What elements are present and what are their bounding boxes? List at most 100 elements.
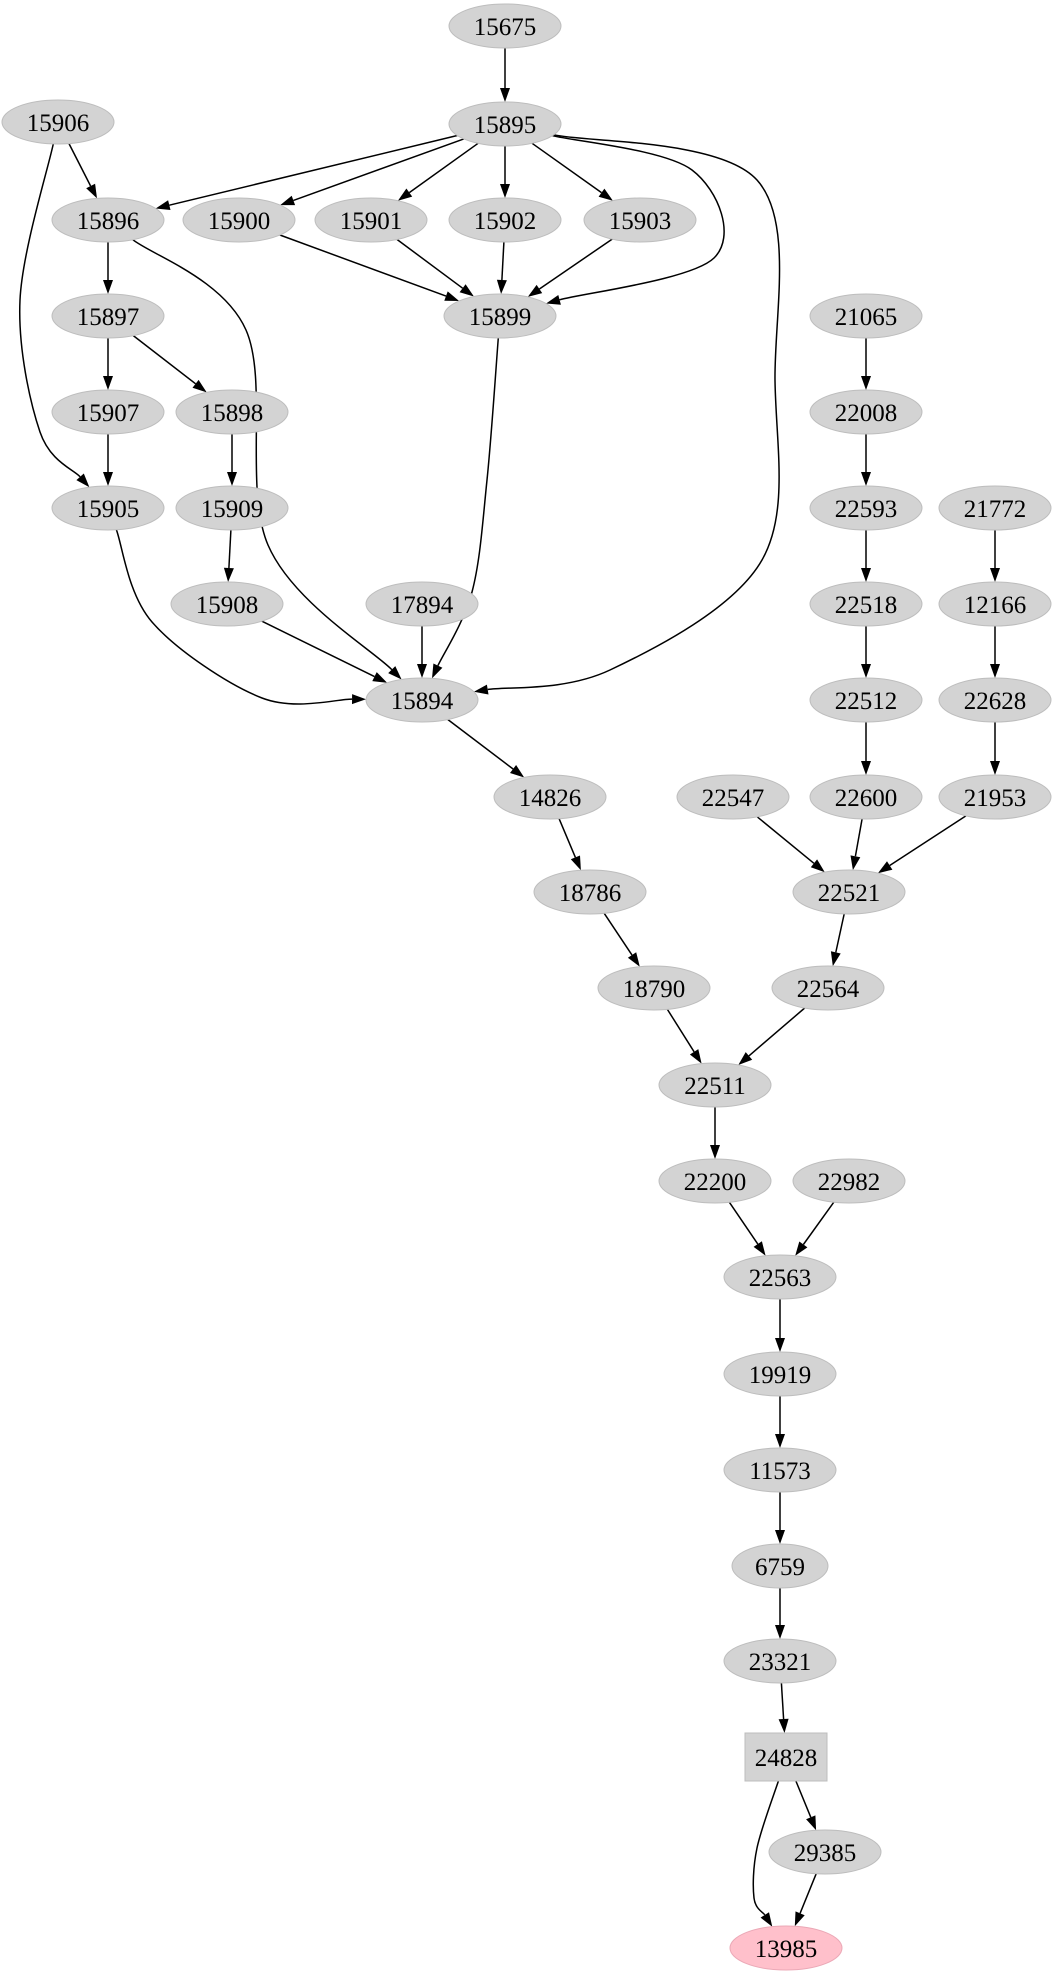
edge-22563-19919 xyxy=(775,1299,785,1352)
edge-15908-15894 xyxy=(261,620,388,683)
node-label: 15902 xyxy=(474,208,537,235)
edge-22200-22563 xyxy=(728,1201,766,1256)
node-label: 21772 xyxy=(964,496,1027,523)
edge-15897-15907 xyxy=(103,338,113,390)
arrowhead-icon xyxy=(76,473,90,488)
arrowhead-icon xyxy=(861,472,871,486)
edge-path xyxy=(728,1201,759,1245)
edge-path xyxy=(748,1007,806,1057)
arrowhead-icon xyxy=(155,200,171,210)
edge-15903-15899 xyxy=(527,238,613,297)
node-label: 18790 xyxy=(623,976,686,1003)
edge-22511-22200 xyxy=(710,1107,720,1159)
node-17894: 17894 xyxy=(365,581,479,627)
edge-22512-22600 xyxy=(861,722,871,775)
node-ellipse-shape xyxy=(365,581,479,627)
arrowhead-icon xyxy=(397,188,413,201)
edge-path xyxy=(228,529,232,569)
node-12166: 12166 xyxy=(938,581,1052,627)
edge-15897-15898 xyxy=(132,335,207,393)
node-18786: 18786 xyxy=(533,869,647,915)
node-15909: 15909 xyxy=(175,485,289,531)
node-ellipse-shape xyxy=(771,965,885,1011)
edge-15895-15903 xyxy=(531,142,613,201)
node-label: 22628 xyxy=(964,688,1027,715)
node-ellipse-shape xyxy=(51,293,165,339)
arrowhead-icon xyxy=(850,855,861,871)
node-ellipse-shape xyxy=(365,677,479,723)
arrowhead-icon xyxy=(775,1625,785,1639)
edge-22518-22512 xyxy=(861,626,871,678)
edge-path xyxy=(799,1873,817,1914)
arrowhead-icon xyxy=(830,951,841,967)
node-label: 23321 xyxy=(749,1649,812,1676)
arrowhead-icon xyxy=(192,379,207,393)
node-label: 18786 xyxy=(559,880,622,907)
node-ellipse-shape xyxy=(792,1158,906,1204)
node-ellipse-shape xyxy=(723,1638,837,1684)
edge-path xyxy=(408,142,479,194)
node-label: 15898 xyxy=(201,400,264,427)
arrowhead-icon xyxy=(710,1145,720,1159)
node-label: 11573 xyxy=(749,1458,811,1485)
edge-15896-15897 xyxy=(103,242,113,294)
node-15896: 15896 xyxy=(51,197,165,243)
edge-path xyxy=(854,818,863,857)
node-22564: 22564 xyxy=(771,965,885,1011)
arrowhead-icon xyxy=(103,376,113,390)
node-ellipse-shape xyxy=(938,581,1052,627)
edge-path xyxy=(132,239,393,671)
node-label: 15908 xyxy=(196,592,259,619)
node-ellipse-shape xyxy=(792,869,906,915)
node-label: 15901 xyxy=(340,208,403,235)
node-15894: 15894 xyxy=(365,677,479,723)
node-ellipse-shape xyxy=(493,774,607,820)
node-22600: 22600 xyxy=(809,774,923,820)
edge-22593-22518 xyxy=(861,530,871,582)
node-ellipse-shape xyxy=(938,774,1052,820)
node-ellipse-shape xyxy=(676,774,790,820)
arrowhead-icon xyxy=(775,1434,785,1448)
node-22593: 22593 xyxy=(809,485,923,531)
edge-path xyxy=(447,718,514,770)
arrowhead-icon xyxy=(861,664,871,678)
edge-15896-15894 xyxy=(132,239,402,680)
arrowhead-icon xyxy=(444,291,460,301)
arrowhead-icon xyxy=(388,666,402,680)
node-label: 15896 xyxy=(77,208,140,235)
node-15905: 15905 xyxy=(51,485,165,531)
arrowhead-icon xyxy=(689,1049,702,1064)
node-15902: 15902 xyxy=(448,197,562,243)
node-ellipse-shape xyxy=(448,3,562,49)
node-label: 22511 xyxy=(684,1073,746,1100)
edge-path xyxy=(18,143,81,478)
node-ellipse-shape xyxy=(809,293,923,339)
arrowhead-icon xyxy=(990,568,1000,582)
node-ellipse-shape xyxy=(809,485,923,531)
edge-path xyxy=(802,1201,835,1245)
node-ellipse-shape xyxy=(731,1543,829,1589)
edge-15675-15895 xyxy=(500,48,510,102)
node-15903: 15903 xyxy=(583,197,697,243)
node-ellipse-shape xyxy=(768,1829,882,1875)
node-13985: 13985 xyxy=(729,1925,843,1971)
arrowhead-icon xyxy=(496,279,507,294)
node-ellipse-shape xyxy=(809,677,923,723)
edge-17894-15894 xyxy=(417,626,427,678)
node-label: 22563 xyxy=(749,1265,812,1292)
node-19919: 19919 xyxy=(723,1351,837,1397)
arrowhead-icon xyxy=(432,663,443,679)
node-ellipse-shape xyxy=(938,677,1052,723)
node-22982: 22982 xyxy=(792,1158,906,1204)
node-15901: 15901 xyxy=(314,197,428,243)
edge-29385-13985 xyxy=(794,1873,817,1927)
arrowhead-icon xyxy=(103,280,113,294)
node-label: 15909 xyxy=(201,496,264,523)
node-label: 12166 xyxy=(964,592,1027,619)
node-ellipse-shape xyxy=(723,1351,837,1397)
arrowhead-icon xyxy=(775,1530,785,1544)
node-15898: 15898 xyxy=(175,389,289,435)
edge-path xyxy=(396,238,464,289)
edge-15900-15899 xyxy=(279,234,460,301)
edge-22521-22564 xyxy=(830,913,845,967)
